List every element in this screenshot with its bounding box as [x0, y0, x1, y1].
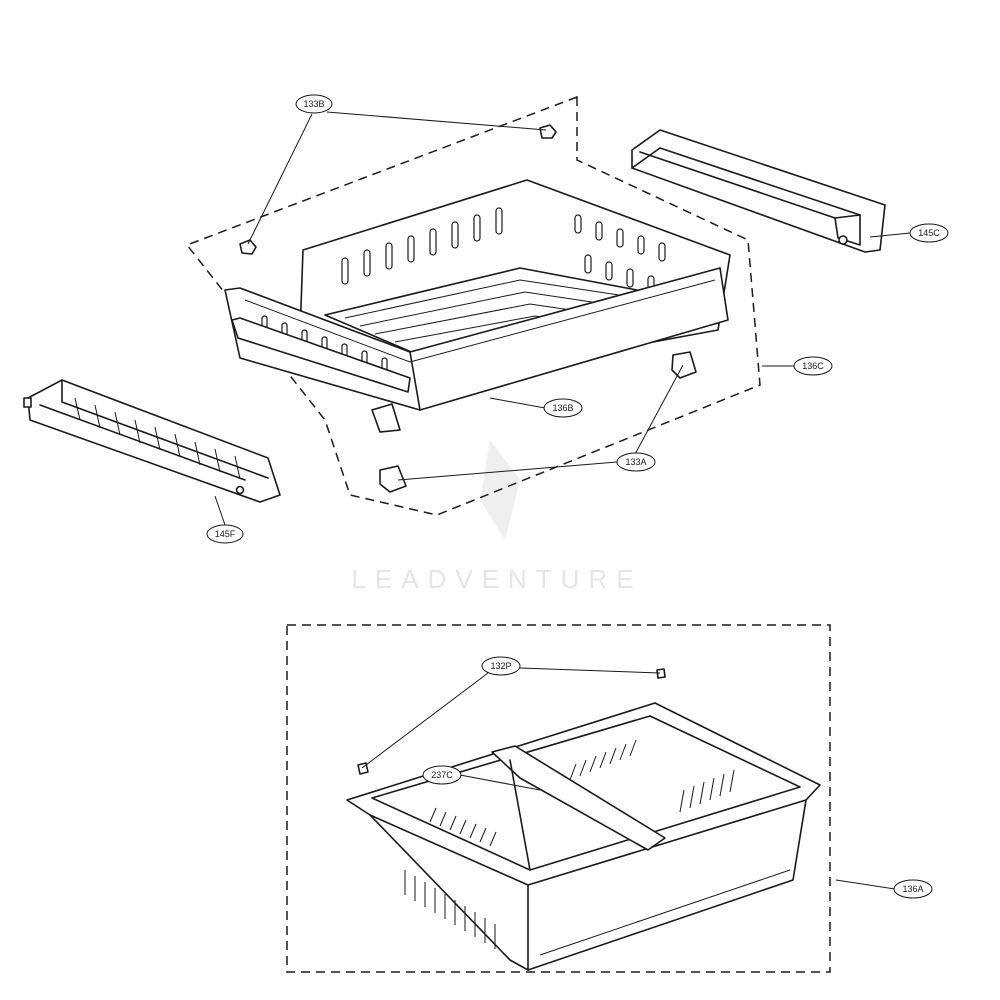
callout-136A: 136A — [893, 879, 933, 899]
callout-132P: 132P — [481, 656, 521, 676]
upper-drawer — [224, 179, 731, 433]
cap-133A-right — [671, 351, 697, 379]
drawer-side-slots — [574, 214, 666, 295]
watermark-text: LEADVENTURE — [351, 564, 642, 594]
bin-vents-right — [569, 739, 735, 813]
watermark: LEADVENTURE — [351, 440, 642, 594]
cap-133B-top — [539, 124, 557, 139]
callout-145C-label: 145C — [918, 228, 940, 238]
callout-145C: 145C — [909, 223, 949, 243]
clip-132P-right — [656, 668, 666, 679]
bin-vents-front — [404, 870, 496, 949]
lower-group-outline — [286, 624, 831, 973]
cap-133B-left — [239, 239, 257, 255]
callout-136B: 136B — [543, 398, 583, 418]
callout-136B-label: 136B — [552, 403, 573, 413]
drawer-rear-slots — [341, 207, 503, 285]
leader-lines — [214, 111, 911, 890]
callout-132P-label: 132P — [490, 661, 511, 671]
callout-145F-label: 145F — [215, 529, 236, 539]
callout-136C-label: 136C — [802, 361, 824, 371]
callout-133B: 133B — [295, 94, 333, 114]
callout-133B-label: 133B — [303, 99, 324, 109]
callout-136A-label: 136A — [902, 884, 923, 894]
rail-145F — [23, 379, 281, 503]
cap-133A-left — [379, 465, 407, 493]
callout-133A-label: 133A — [625, 457, 646, 467]
callout-237C-label: 237C — [431, 770, 453, 780]
rail-145C — [631, 129, 886, 253]
upper-group-outline — [185, 95, 761, 516]
callout-133A: 133A — [616, 452, 656, 472]
bin-vents-left — [429, 807, 497, 847]
callout-136C: 136C — [793, 356, 833, 376]
callout-145F: 145F — [206, 524, 244, 544]
callout-237C: 237C — [422, 765, 462, 785]
lower-bin — [346, 702, 821, 971]
